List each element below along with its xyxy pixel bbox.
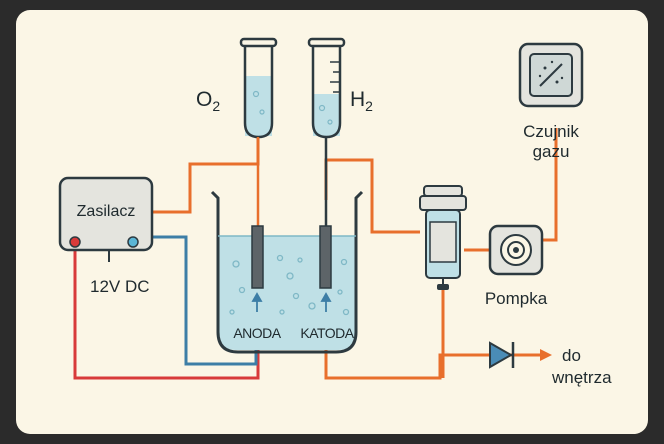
bubbles — [229, 254, 350, 316]
anode-label: ANODA — [233, 325, 281, 341]
check-valve-icon — [489, 341, 515, 369]
pump-label: Pompka — [485, 289, 548, 308]
oxygen-test-tube — [239, 37, 278, 139]
outlet-arrow-icon — [540, 349, 552, 361]
cathode-label: KATODA — [300, 325, 354, 341]
hydrogen-label: H2 — [350, 88, 373, 114]
positive-terminal — [69, 236, 81, 248]
cathode-electrode — [319, 225, 332, 289]
oxygen-label: O2 — [196, 88, 220, 114]
anode-electrode — [251, 225, 264, 289]
oxygen-tube — [152, 135, 260, 214]
sensor-label-line1: Czujnik — [523, 122, 579, 141]
outlet-label-line2: wnętrza — [551, 368, 612, 387]
beaker — [210, 190, 364, 354]
outlet-label-line1: do — [562, 346, 581, 365]
voltage-label: 12V DC — [90, 277, 150, 296]
pump-outlet-tube — [324, 312, 542, 380]
gas-sensor — [518, 42, 584, 108]
sensor-tube — [540, 128, 558, 242]
negative-terminal — [127, 236, 139, 248]
hydrogen-tube — [324, 158, 420, 234]
sensor-slash-icon — [539, 63, 563, 87]
filter — [419, 185, 467, 378]
power-supply-label: Zasilacz — [77, 203, 136, 220]
hydrogen-test-tube — [307, 37, 346, 139]
pump — [488, 224, 544, 276]
power-supply — [58, 176, 154, 262]
sensor-label-line2: gazu — [533, 142, 570, 161]
